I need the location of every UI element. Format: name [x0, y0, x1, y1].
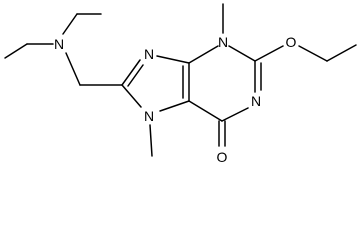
bonds [4, 3, 357, 157]
bond-n-ch2-linker [65, 52, 81, 86]
bond-o-ether-ch2 [298, 45, 328, 62]
bond-c8-n7 [121, 84, 142, 108]
bond-c8-n9-double-b [127, 64, 144, 87]
atom-n3: N [218, 34, 228, 50]
atom-o-carbonyl: O [217, 149, 228, 165]
bond-ethyl-left-ch3-ch2 [4, 43, 28, 59]
atom-n9: N [144, 46, 154, 62]
bond-ethoxy-ch2-ch3 [326, 44, 357, 62]
atom-n-amine: N [54, 36, 64, 52]
atom-labels: N N N O N N O [54, 34, 297, 165]
atom-o-ether: O [286, 34, 297, 50]
molecule-svg: N N N O N N O [4, 3, 357, 165]
bond-c8-n9-double-a [121, 59, 141, 86]
bond-ethyl-right-n-ch2 [62, 13, 78, 35]
bond-c2-o-ether [254, 45, 284, 62]
bond-n3-c2 [228, 45, 256, 62]
bond-n1-c6 [221, 107, 249, 122]
bond-n7-c5 [159, 100, 190, 112]
bond-n9-c4 [156, 55, 190, 64]
bond-n7-methyl [149, 124, 153, 157]
atom-n7: N [144, 108, 154, 124]
bond-c4-n3 [188, 45, 219, 64]
bond-c6-c5 [188, 100, 223, 122]
atom-n1: N [251, 93, 261, 109]
molecule-structure-diagram: N N N O N N O [4, 3, 357, 165]
